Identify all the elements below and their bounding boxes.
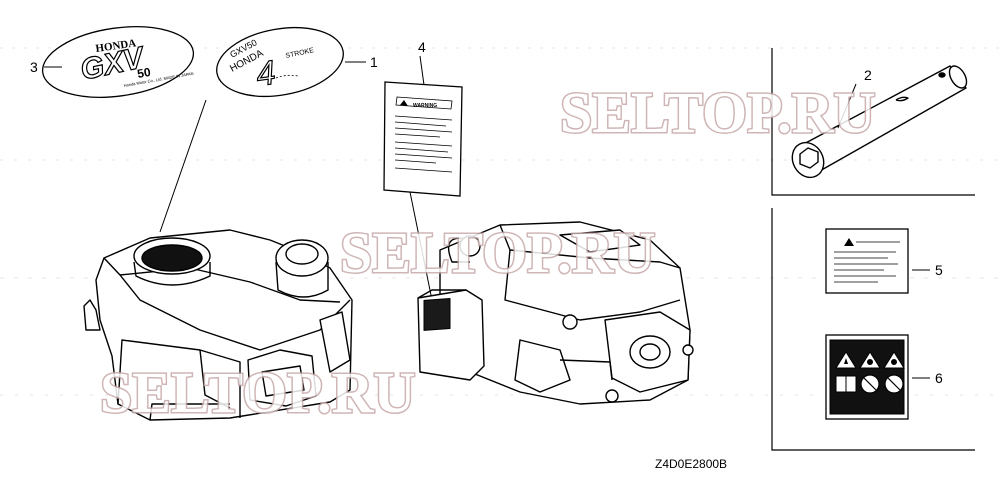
callout-2: 2 bbox=[864, 67, 872, 83]
emblem-4stroke: GXV50 HONDA 4 STROKE bbox=[216, 27, 344, 97]
watermark-middle: SELTOP.RU bbox=[340, 220, 655, 285]
warning-label-heading: WARNING bbox=[413, 103, 437, 109]
caution-label bbox=[825, 228, 930, 294]
engine-left bbox=[83, 229, 353, 421]
callout-leaders-top-left bbox=[44, 61, 366, 233]
emblem-gxv-brand: HONDA bbox=[95, 37, 137, 55]
manual-book-icon bbox=[835, 375, 857, 393]
callout-6: 6 bbox=[935, 370, 943, 386]
callout-1: 1 bbox=[370, 54, 378, 70]
callout-3: 3 bbox=[30, 59, 38, 75]
labels-kit: 5 bbox=[771, 208, 975, 451]
watermark-top: SELTOP.RU bbox=[560, 80, 875, 145]
prohibited-icon bbox=[860, 374, 904, 394]
emblem-gxv: HONDA GXV 50 Honda Motor Co., Ltd. MADE … bbox=[41, 26, 195, 98]
box-wrench-kit: 2 bbox=[771, 48, 975, 196]
callout-4: 4 bbox=[418, 39, 426, 55]
warning-label: WARNING bbox=[383, 55, 463, 301]
watermark-bottom: SELTOP.RU bbox=[100, 360, 415, 425]
spark-plug-wrench bbox=[791, 65, 968, 179]
engine-right bbox=[417, 221, 694, 405]
catalog-code: Z4D0E2800B bbox=[655, 457, 728, 471]
symbol-label bbox=[825, 334, 930, 420]
emblem-gxv-size: 50 bbox=[136, 65, 152, 81]
callout-5: 5 bbox=[935, 262, 943, 278]
